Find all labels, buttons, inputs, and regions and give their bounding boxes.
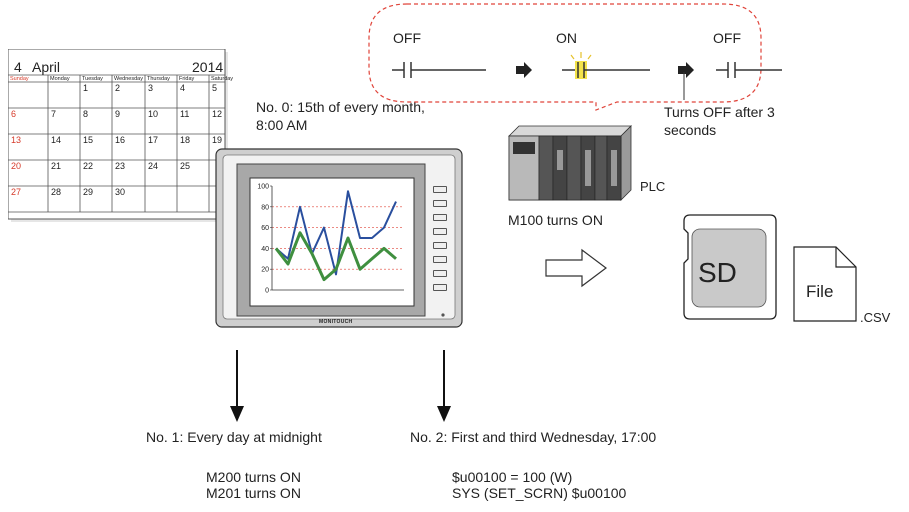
series-line-2 [274,231,397,282]
calendar-day: 17 [148,135,159,145]
file-icon [793,246,857,322]
calendar-day: 12 [212,109,223,119]
calendar-day: 5 [212,83,218,93]
hmi-panel: MONITOUCH 0 20 40 60 80 100 [215,148,463,328]
hmi-function-key[interactable] [433,214,447,221]
weekday-wednesday: Wednesday [114,76,143,82]
hmi-panel-body [215,148,463,328]
calendar-day: 29 [83,187,94,197]
calendar-day: 3 [148,83,154,93]
m200-action: M200 turns ON [206,469,301,485]
calendar-day: 14 [51,135,62,145]
speech-bubble [368,3,762,111]
contact-on-icon [562,52,650,79]
ladder-off-label-2: OFF [713,30,741,46]
calendar-day: 20 [11,161,22,171]
ladder-off-label-1: OFF [393,30,421,46]
contact-off-icon [392,62,486,78]
calendar-day: 8 [83,109,89,119]
turns-off-line2: seconds [664,122,717,138]
arrow-right-icon [516,62,532,78]
hmi-brand-label: MONITOUCH [319,319,353,325]
sys-set-scrn-action: SYS (SET_SCRN) $u00100 [452,485,627,501]
calendar-day: 28 [51,187,62,197]
ladder-sequence [392,52,782,100]
schedule-1-label: No. 1: Every day at midnight [146,429,322,445]
csv-extension-label: .CSV [860,310,891,325]
y-tick-label: 80 [261,204,269,211]
calendar-month-name: April [32,59,61,75]
calendar-day: 22 [83,161,94,171]
hmi-function-key[interactable] [433,284,447,291]
plc-icon [508,125,632,201]
calendar-frame [8,49,228,222]
hmi-function-key[interactable] [433,200,447,207]
contact-off-icon [716,62,782,78]
calendar-day: 19 [212,135,223,145]
hmi-function-key[interactable] [433,228,447,235]
weekday-sunday: Sunday [10,76,29,82]
arrow-down-icon [437,350,451,422]
calendar: 4 April 2014 Sunday Monday Tuesday Wedne… [8,49,234,224]
calendar-day: 16 [115,135,126,145]
y-tick-label: 100 [257,184,269,191]
hollow-arrow-icon [545,248,607,288]
calendar-day: 6 [11,109,17,119]
hmi-function-key[interactable] [433,256,447,263]
calendar-day: 1 [83,83,89,93]
arrow-down-icon [230,350,244,422]
calendar-day: 25 [180,161,191,171]
arrow-right-icon [678,62,694,78]
u00100-action: $u00100 = 100 (W) [452,469,573,485]
schedule-0-line2: 8:00 AM [256,117,308,133]
calendar-day: 7 [51,109,57,119]
m201-action: M201 turns ON [206,485,301,501]
hmi-function-key[interactable] [433,242,447,249]
schedule-2-label: No. 2: First and third Wednesday, 17:00 [410,429,657,445]
weekday-monday: Monday [50,76,70,82]
calendar-day: 27 [11,187,22,197]
hmi-function-keys [433,186,447,298]
sd-label: SD [698,257,737,288]
y-tick-label: 20 [261,267,269,274]
schedule-0-line1: No. 0: 15th of every month, [256,99,425,115]
calendar-day: 9 [115,109,121,119]
calendar-day: 10 [148,109,159,119]
trend-chart: 0 20 40 60 80 100 [257,184,404,295]
y-tick-label: 0 [265,288,269,295]
file-label: File [806,282,834,301]
plc-label: PLC [640,179,666,194]
weekday-saturday: Saturday [211,76,234,82]
calendar-day: 21 [51,161,62,171]
calendar-year: 2014 [192,59,224,75]
calendar-day: 11 [180,109,190,119]
series-line-1 [275,190,397,276]
calendar-day: 23 [115,161,126,171]
m100-label: M100 turns ON [508,212,603,228]
y-tick-label: 40 [261,246,269,253]
calendar-month-number: 4 [14,59,22,75]
hmi-function-key[interactable] [433,270,447,277]
weekday-tuesday: Tuesday [82,76,103,82]
calendar-day: 24 [148,161,159,171]
sd-card-icon [683,214,777,320]
weekday-friday: Friday [179,76,195,82]
calendar-day: 18 [180,135,191,145]
calendar-day: 15 [83,135,94,145]
calendar-day: 4 [180,83,186,93]
weekday-thursday: Thursday [147,76,170,82]
calendar-day: 30 [115,187,126,197]
calendar-day: 13 [11,135,22,145]
calendar-day: 2 [115,83,121,93]
turns-off-line1: Turns OFF after 3 [664,104,775,120]
ladder-on-label: ON [556,30,577,46]
hmi-function-key[interactable] [433,186,447,193]
y-tick-label: 60 [261,225,269,232]
